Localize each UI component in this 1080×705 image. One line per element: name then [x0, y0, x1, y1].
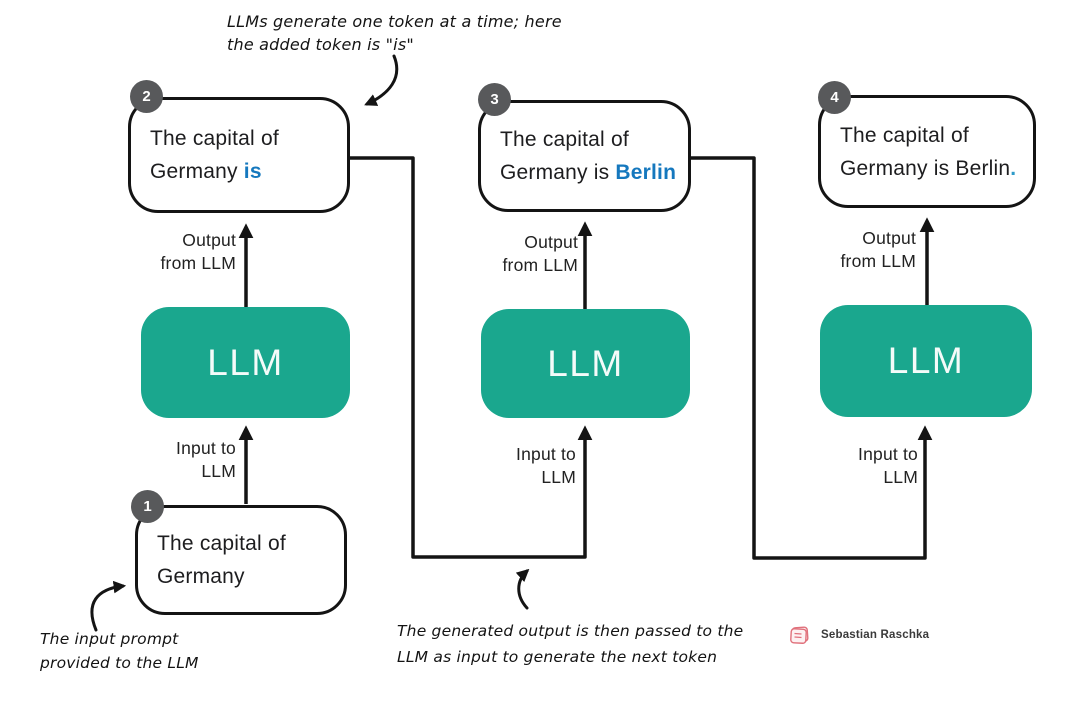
output-box-step2-token: is — [243, 160, 262, 183]
input-label-2: Input to LLM — [470, 443, 576, 488]
input-prompt-box: The capital of Germany — [135, 505, 347, 615]
step-badge-3: 3 — [478, 83, 511, 116]
output-label-1: Output from LLM — [130, 229, 236, 274]
llm-box-3-label: LLM — [887, 340, 965, 381]
output-label-2: Output from LLM — [472, 231, 578, 276]
llm-box-1-label: LLM — [207, 341, 284, 383]
input-label-3-line1: Input to — [858, 444, 918, 464]
output-box-step3-line2: Germany is Berlin — [500, 156, 688, 189]
input-label-1-line2: LLM — [201, 460, 236, 481]
input-label-1: Input to LLM — [130, 437, 236, 482]
input-label-2-line2: LLM — [541, 466, 576, 487]
annotation-loop: The generated output is then passed to t… — [397, 618, 743, 670]
annotation-input-line1: The input prompt — [40, 630, 179, 648]
input-label-3-line2: LLM — [883, 466, 918, 487]
output-box-step4-line1: The capital of — [840, 123, 969, 147]
annotation-input-line2: provided to the LLM — [40, 654, 199, 672]
output-label-3-line1: Output — [862, 228, 916, 248]
output-label-1-line2: from LLM — [160, 252, 236, 273]
output-box-step2-line2: Germany is — [150, 155, 347, 188]
output-box-step4: The capital of Germany is Berlin. — [818, 95, 1036, 208]
annotation-loop-line2: LLM as input to generate the next token — [397, 648, 718, 666]
annotation-input-prompt: The input prompt provided to the LLM — [40, 627, 199, 675]
output-label-2-line1: Output — [524, 232, 578, 252]
output-box-step3: The capital of Germany is Berlin — [478, 100, 691, 212]
input-prompt-box-line2: Germany — [157, 565, 245, 588]
output-box-step2: The capital of Germany is — [128, 97, 350, 213]
input-prompt-box-line1: The capital of — [157, 532, 286, 555]
output-label-3: Output from LLM — [810, 227, 916, 272]
step-badge-4: 4 — [818, 81, 851, 114]
annotation-arrow-top — [364, 54, 399, 106]
output-box-step4-line2: Germany is Berlin. — [840, 152, 1033, 185]
annotation-top: LLMs generate one token at a time; here … — [227, 10, 562, 56]
input-label-3: Input to LLM — [812, 443, 918, 488]
input-label-1-line1: Input to — [176, 438, 236, 458]
output-box-step4-token: . — [1010, 156, 1017, 180]
output-box-step2-line1: The capital of — [150, 127, 279, 150]
llm-box-3: LLM — [820, 305, 1032, 417]
output-label-1-line1: Output — [182, 230, 236, 250]
input-label-2-line1: Input to — [516, 444, 576, 464]
llm-box-1: LLM — [141, 307, 350, 418]
output-box-step3-line2-pre: Germany is — [500, 161, 616, 184]
annotation-loop-line1: The generated output is then passed to t… — [397, 622, 744, 640]
output-label-3-line2: from LLM — [840, 250, 916, 271]
step-badge-1: 1 — [131, 490, 164, 523]
credit-name: Sebastian Raschka — [821, 629, 930, 641]
llm-box-2-label: LLM — [547, 342, 624, 384]
output-box-step2-line2-pre: Germany — [150, 160, 244, 183]
output-label-2-line2: from LLM — [502, 254, 578, 275]
credit: Sebastian Raschka — [788, 624, 929, 646]
output-box-step3-line1: The capital of — [500, 128, 629, 151]
step-badge-2: 2 — [130, 80, 163, 113]
annotation-arrow-loop — [515, 568, 530, 610]
output-box-step4-line2-pre: Germany is Berlin — [840, 156, 1011, 180]
annotation-top-line2: the added token is "is" — [227, 35, 414, 54]
llm-box-2: LLM — [481, 309, 690, 418]
books-icon — [790, 626, 809, 644]
annotation-arrow-input — [90, 580, 127, 632]
annotation-top-line1: LLMs generate one token at a time; here — [227, 12, 562, 31]
output-box-step3-token: Berlin — [615, 161, 677, 184]
